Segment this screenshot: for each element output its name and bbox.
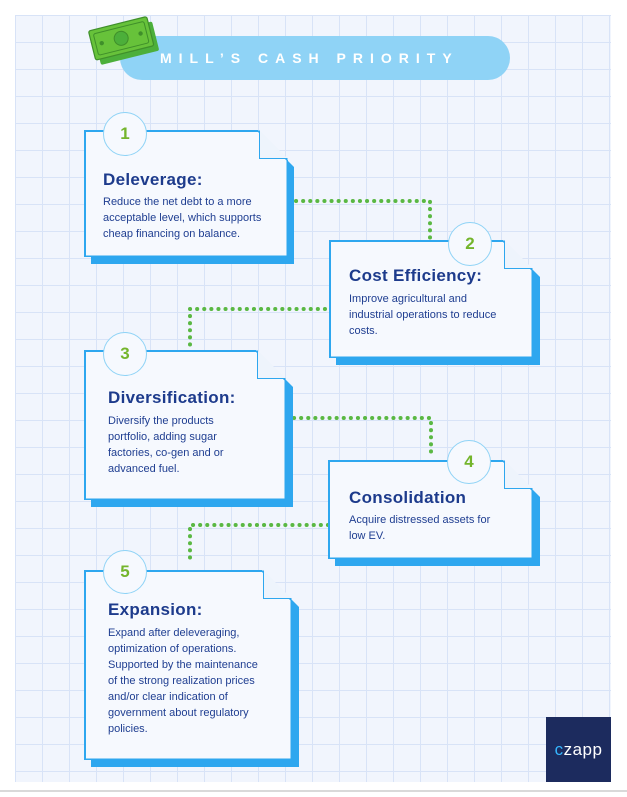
- step-title-5: Expansion:: [108, 600, 203, 619]
- step-number-5: 5: [103, 550, 147, 594]
- step-number-1: 1: [103, 112, 147, 156]
- title-banner: [120, 36, 510, 80]
- connector-4-5: [188, 523, 330, 564]
- page-title: MILL’S CASH PRIORITY: [160, 50, 459, 66]
- step-title-2: Cost Efficiency:: [349, 266, 483, 285]
- step-number-4: 4: [447, 440, 491, 484]
- step-number-3: 3: [103, 332, 147, 376]
- step-title-3: Diversification:: [108, 388, 236, 407]
- step-title-1: Deleverage:: [103, 170, 203, 189]
- connector-3-4: [292, 416, 433, 459]
- step-number-2: 2: [448, 222, 492, 266]
- money-icon: [88, 16, 159, 65]
- connector-1-2: [294, 199, 432, 242]
- step-card-4: [328, 460, 533, 559]
- step-body-5: Expand after deleveraging,optimization o…: [108, 627, 258, 735]
- connector-2-3: [188, 307, 327, 347]
- step-title-4: Consolidation: [349, 488, 467, 507]
- step-card-2: [329, 240, 533, 358]
- step-card-5: [84, 570, 292, 760]
- bottom-divider: [0, 790, 627, 792]
